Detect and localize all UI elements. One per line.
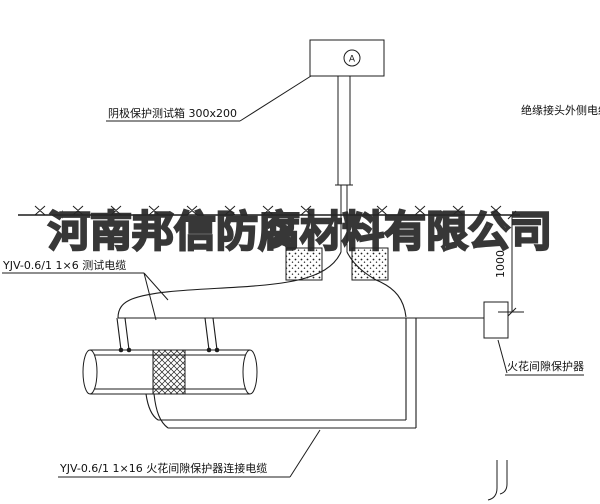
concrete-blocks [285, 247, 389, 281]
spark-cable-runs [145, 393, 416, 429]
ammeter-symbol [343, 49, 361, 67]
dimension-text: 1000 [494, 250, 507, 278]
cable-risers [405, 318, 417, 428]
test-cable-left [117, 251, 342, 319]
label-insulation-joint-cable: 绝缘接头外侧电缆 [521, 104, 600, 117]
label-spark-gap-protector: 火花间隙保护器 [507, 360, 584, 373]
leader-spark-cable [58, 429, 321, 478]
dimension-1000: 1000 [494, 210, 524, 317]
label-test-cable: YJV-0.6/1 1×6 测试电缆 [3, 259, 127, 272]
test-box: A [309, 39, 385, 77]
weld-terminals [118, 347, 220, 353]
leader-lines [2, 75, 584, 478]
leader-spark-protector [497, 339, 584, 376]
cables [116, 251, 484, 429]
ground-hatch-marks [34, 205, 502, 216]
conduit [335, 76, 353, 252]
concrete-block-right [351, 247, 389, 281]
ammeter-letter: A [349, 55, 356, 65]
spark-gap-protector [483, 301, 509, 339]
pipeline [82, 347, 258, 395]
leader-test-cable [2, 272, 169, 321]
insulation-joint [152, 349, 186, 395]
pipe-end-right [242, 349, 258, 395]
concrete-block-left [285, 247, 323, 281]
terminal-wires [116, 317, 218, 351]
ground-line [18, 205, 520, 216]
test-box-outline [309, 39, 385, 77]
label-spark-gap-cable: YJV-0.6/1 1×16 火花间隙保护器连接电缆 [60, 462, 268, 475]
pipe-end-left [82, 349, 98, 395]
leader-test-box [106, 75, 312, 122]
label-test-box: 阴极保护测试箱 300x200 [108, 107, 237, 120]
test-cable-right [346, 251, 407, 318]
pipe-riser-symbol [487, 460, 508, 501]
